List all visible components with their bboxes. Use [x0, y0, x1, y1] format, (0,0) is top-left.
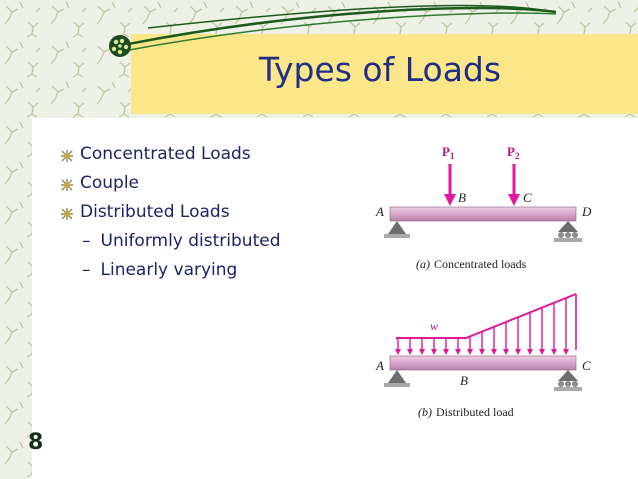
bullet-label: Couple [80, 173, 140, 193]
bullet-star-icon [61, 150, 73, 162]
load-arrow-head [455, 349, 461, 355]
roller [572, 381, 578, 387]
load-arrow-head [527, 349, 533, 355]
page-number: 8 [28, 430, 44, 455]
load-arrowhead-p1 [444, 194, 456, 206]
figure-b-caption: (b)Distributed load [418, 405, 514, 419]
load-arrow-head [467, 349, 473, 355]
content-area [32, 118, 638, 479]
support-base [554, 238, 582, 242]
bullet-item: Concentrated Loads [60, 144, 360, 173]
load-arrow-head [431, 349, 437, 355]
roller-support [558, 221, 578, 232]
load-arrow-head [551, 349, 557, 355]
roller [565, 232, 571, 238]
load-arrow-head [491, 349, 497, 355]
support-base [384, 383, 410, 387]
load-arrow-head [395, 349, 401, 355]
point-label-b: B [458, 190, 466, 205]
bullet-star-icon [61, 208, 73, 220]
bullet-item: Couple [60, 173, 360, 202]
roller [558, 232, 564, 238]
beam [389, 355, 577, 371]
sub-bullet-item: –Linearly varying [82, 260, 238, 280]
point-label-c: C [582, 358, 591, 373]
support-base [554, 387, 582, 391]
sub-bullet-label: Uniformly distributed [100, 231, 281, 251]
sub-bullet-item: –Uniformly distributed [82, 231, 281, 251]
figure-concentrated-loads: P1 P2 A B C D (a)Concentrated loads [375, 144, 592, 271]
roller-support [558, 370, 578, 381]
bullet-label: Concentrated Loads [80, 144, 251, 164]
figure-a-caption: (a)Concentrated loads [416, 257, 527, 271]
distributed-load-arrows [395, 298, 569, 355]
load-arrow-head [539, 349, 545, 355]
title-decoration [109, 4, 557, 57]
title-band [131, 34, 638, 114]
load-label-w: w [430, 319, 438, 333]
figure-distributed-load: w A B C (b)Distributed load [375, 293, 591, 419]
slide-title: Types of Loads [258, 50, 502, 89]
load-arrow-head [407, 349, 413, 355]
point-label-a: A [375, 204, 384, 219]
point-label-b: B [460, 373, 468, 388]
load-envelope [396, 293, 577, 339]
load-arrow-head [443, 349, 449, 355]
roller [565, 381, 571, 387]
support-base [384, 234, 410, 238]
load-arrowhead-p2 [508, 194, 520, 206]
bullet-label: Distributed Loads [80, 202, 230, 222]
point-label-d: D [581, 204, 592, 219]
beam [389, 206, 577, 222]
roller [558, 381, 564, 387]
pin-support [388, 221, 406, 234]
bullet-star-icon [61, 179, 73, 191]
point-label-a: A [375, 358, 384, 373]
load-label-p1: P1 [442, 144, 455, 161]
sub-bullet-label: Linearly varying [100, 260, 238, 280]
load-arrow-head [479, 349, 485, 355]
point-label-c: C [523, 190, 532, 205]
load-arrow-head [515, 349, 521, 355]
load-arrow-head [563, 349, 569, 355]
pin-support [388, 370, 406, 383]
load-label-p2: P2 [507, 144, 520, 161]
roller [572, 232, 578, 238]
bullet-item: Distributed Loads [60, 202, 360, 231]
load-arrow-head [503, 349, 509, 355]
load-arrow-head [419, 349, 425, 355]
bullet-list: Concentrated Loads Couple Distributed Lo… [60, 144, 360, 289]
